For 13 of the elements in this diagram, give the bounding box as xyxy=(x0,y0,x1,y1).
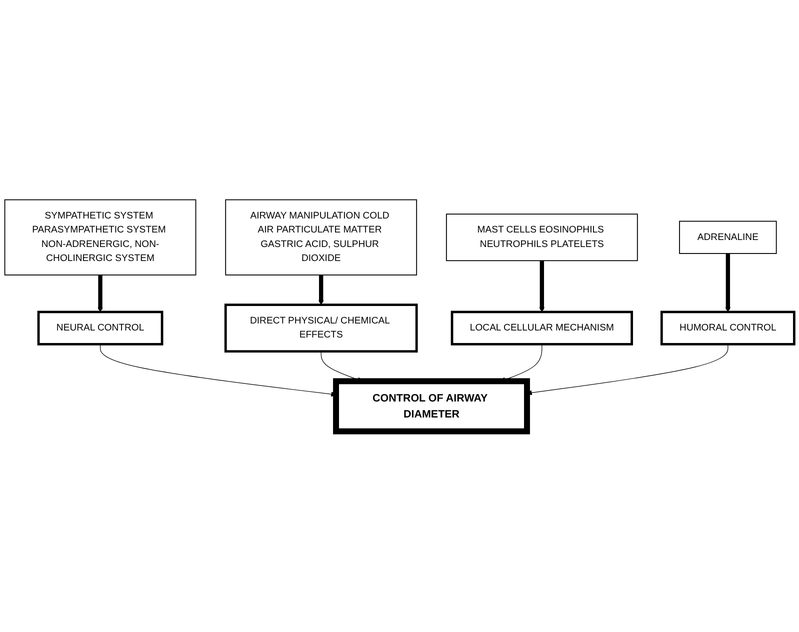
node-box: CONTROL OF AIRWAY DIAMETER xyxy=(333,378,530,435)
node-box: HUMORAL CONTROL xyxy=(660,311,796,346)
arrow xyxy=(725,254,731,313)
node-box: MAST CELLS EOSINOPHILS NEUTROPHILS PLATELETS xyxy=(446,214,638,262)
node-box: DIRECT PHYSICAL/ CHEMICAL EFFECTS xyxy=(224,304,418,353)
arrow xyxy=(539,261,545,313)
node-box: AIRWAY MANIPULATION COLD AIR PARTICULATE MATTER GASTRIC ACID, SULPHUR DIOXIDE xyxy=(225,200,418,276)
arrow xyxy=(318,275,324,306)
node-box: SYMPATHETIC SYSTEM PARASYMPATHETIC SYSTEM NON-ADRENERGIC, NON-CHOLINERGIC SYSTEM xyxy=(4,200,196,276)
node-box: NEURAL CONTROL xyxy=(37,311,164,346)
node-box: LOCAL CELLULAR MECHANISM xyxy=(450,311,633,346)
arrow xyxy=(98,275,103,313)
node-box: ADRENALINE xyxy=(679,221,777,254)
